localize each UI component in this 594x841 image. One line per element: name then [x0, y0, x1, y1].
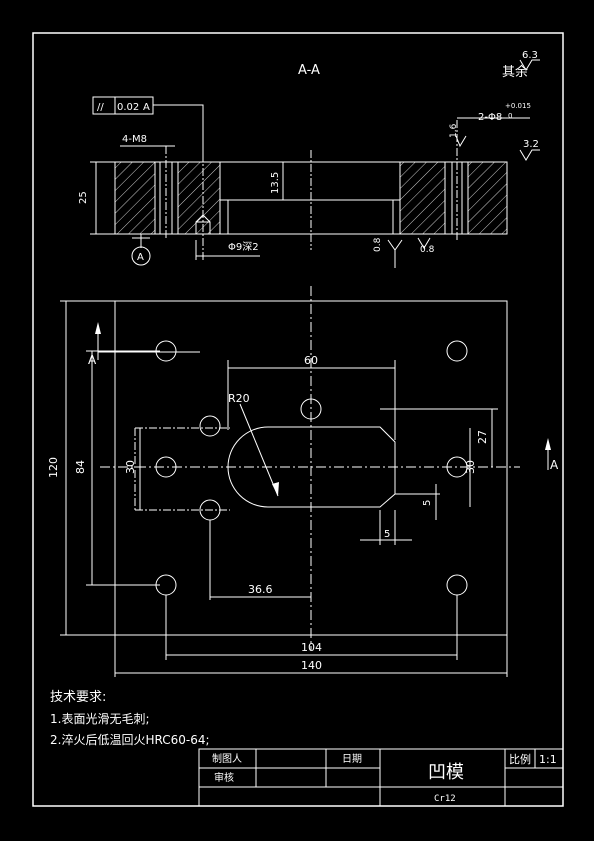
- notes-title: 技术要求:: [50, 690, 106, 705]
- reviewed-label: 审核: [214, 771, 234, 784]
- dim-140: 140: [301, 659, 322, 672]
- remaining-roughness-value: 6.3: [522, 50, 538, 61]
- cut-label-right: A: [550, 458, 559, 472]
- hatch-left-1: [114, 161, 156, 235]
- flatness-value: 0.02: [117, 102, 139, 113]
- dim-84: 84: [74, 460, 87, 474]
- dim-5-horiz: 5: [384, 529, 390, 540]
- hatch-left-2: [177, 161, 221, 235]
- roughness-4: 0.8: [420, 245, 435, 255]
- section-title: A-A: [298, 63, 320, 78]
- datum-marker-letter: A: [137, 252, 144, 263]
- notes-line1: 1.表面光滑无毛刺;: [50, 712, 150, 726]
- tap-hole-tr: [446, 340, 468, 362]
- plan-labels: 120 84 30 60 R20 27 30 5 5 36.6 104 140 …: [47, 353, 559, 672]
- cut-label-left: A: [88, 353, 97, 367]
- dim-104: 104: [301, 641, 322, 654]
- counterbore-label: Φ9深2: [228, 241, 259, 253]
- depth-13-5: 13.5: [270, 172, 281, 194]
- title-block: [198, 748, 564, 807]
- pin-tol-lower: 0: [508, 112, 512, 120]
- plan-arrows: [95, 322, 551, 496]
- datum-marker-circle: [131, 246, 151, 266]
- dim-30-right: 30: [464, 460, 477, 474]
- plan-view: [60, 286, 549, 677]
- die-cavity: [227, 426, 396, 508]
- scale-value: 1:1: [539, 753, 557, 766]
- roughness-2: 3.2: [523, 139, 539, 150]
- dim-36-6: 36.6: [248, 583, 273, 596]
- dim-60: 60: [304, 354, 318, 367]
- dim-r20: R20: [228, 392, 250, 405]
- flatness-datum: A: [143, 102, 150, 113]
- screw-hole-center: [300, 398, 322, 420]
- tap-label: 4-M8: [122, 134, 147, 145]
- section-view: [90, 59, 540, 268]
- notes-line2: 2.淬火后低温回火HRC60-64;: [50, 732, 210, 747]
- dim-5-vert: 5: [422, 500, 433, 506]
- part-name: 凹模: [428, 762, 464, 783]
- pin-hole-right: [446, 456, 468, 478]
- roughness-1: 1.6: [449, 123, 459, 138]
- dim-120: 120: [47, 457, 60, 478]
- height-25: 25: [78, 191, 89, 204]
- pin-tol-upper: +0.015: [505, 102, 531, 110]
- remaining-roughness-label: 其余: [502, 64, 528, 80]
- title-block-text: 制图人 日期 审核 凹模 比例 1:1 Cr12: [212, 752, 557, 804]
- tap-hole-br: [446, 574, 468, 596]
- technical-notes: 技术要求: 1.表面光滑无毛刺; 2.淬火后低温回火HRC60-64;: [50, 690, 210, 747]
- sheet-border: [32, 32, 564, 807]
- screw-hole-top: [199, 415, 221, 437]
- material: Cr12: [434, 794, 456, 804]
- dim-30-left: 30: [124, 460, 137, 474]
- hatch-right-1: [399, 161, 446, 235]
- date-label: 日期: [342, 753, 362, 765]
- section-labels: A-A 其余 6.3 // 0.02 A 4-M8 2-Φ8 +0.015 0 …: [78, 50, 539, 263]
- scale-label: 比例: [509, 752, 531, 766]
- pin-hole-left: [155, 456, 177, 478]
- pin-label: 2-Φ8: [478, 112, 502, 123]
- drawn-by-label: 制图人: [212, 752, 242, 765]
- dim-27: 27: [476, 430, 489, 444]
- roughness-3: 0.8: [373, 237, 383, 252]
- flatness-symbol: //: [97, 102, 104, 113]
- hatch-right-2: [467, 161, 508, 235]
